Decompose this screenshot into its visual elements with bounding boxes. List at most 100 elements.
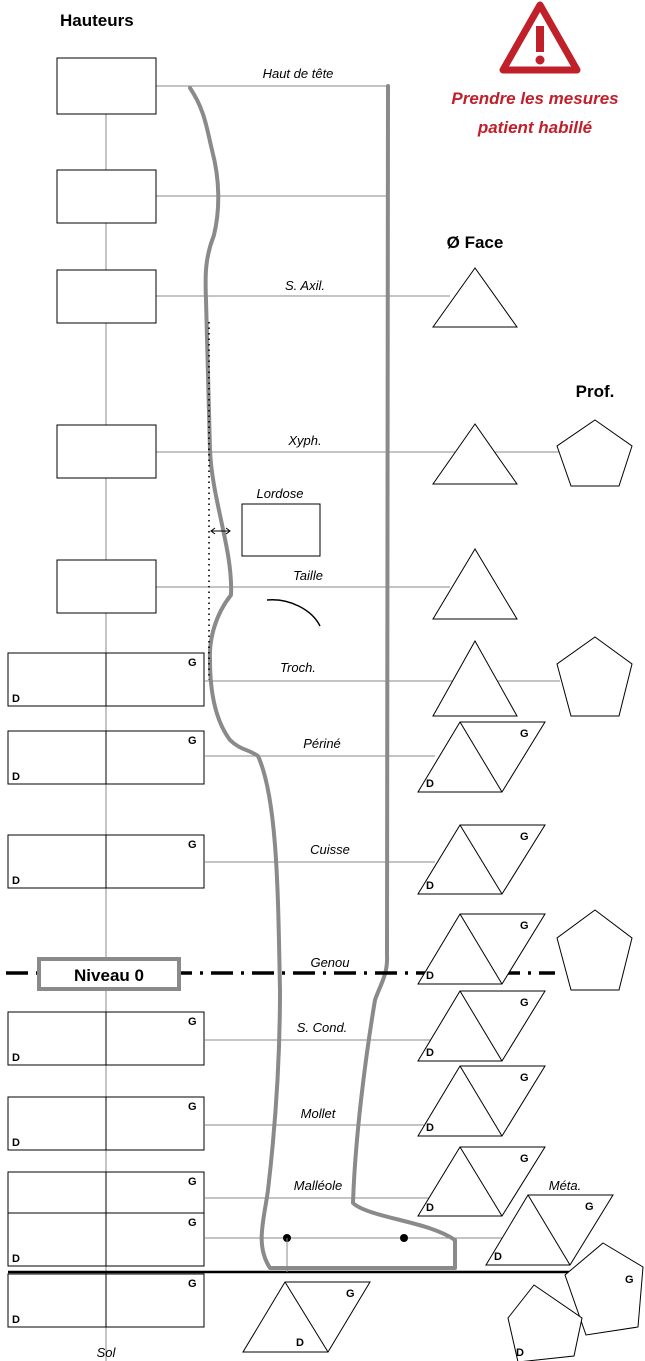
lordose-box[interactable] <box>241 503 321 557</box>
side-d: D <box>426 880 434 892</box>
face-triangle-troch[interactable] <box>432 639 518 717</box>
height-box-cuisse-d[interactable] <box>7 834 107 889</box>
prof-pentagon-xyph[interactable] <box>556 419 633 487</box>
side-d: D <box>494 1251 502 1263</box>
side-d: D <box>12 1052 20 1064</box>
side-d: D <box>426 1202 434 1214</box>
side-d: D <box>12 771 20 783</box>
prof-pentagon-foot-d: D <box>507 1284 583 1361</box>
height-box-meta-d[interactable] <box>7 1212 107 1267</box>
height-box-taille[interactable] <box>56 559 157 614</box>
height-box-perine-d[interactable] <box>7 730 107 785</box>
height-box-mollet-g[interactable] <box>105 1096 205 1151</box>
prof-pentagon-foot-g-shape[interactable] <box>564 1242 644 1336</box>
side-g: G <box>188 1217 197 1229</box>
side-d: D <box>426 1047 434 1059</box>
height-box-s-cond-g[interactable] <box>105 1011 205 1066</box>
label-haut-de-tete: Haut de tête <box>263 66 334 81</box>
label-malleole: Malléole <box>294 1178 342 1193</box>
side-d: D <box>516 1347 524 1359</box>
height-box-sol-d[interactable] <box>7 1273 107 1328</box>
height-pair-sol: D G <box>7 1273 205 1328</box>
side-g: G <box>188 1278 197 1290</box>
height-box-mollet-d[interactable] <box>7 1096 107 1151</box>
height-pair-cuisse: D G <box>7 834 205 889</box>
column-face-label: Ø Face <box>447 233 504 252</box>
label-mollet: Mollet <box>301 1106 337 1121</box>
face-pair-cuisse: G D <box>417 824 546 895</box>
label-genou: Genou <box>310 955 349 970</box>
warning-line-2: patient habillé <box>477 118 592 137</box>
height-pair-troch: D G <box>7 652 205 707</box>
side-d: D <box>12 1137 20 1149</box>
face-pair-perine: G D <box>417 721 546 793</box>
side-g: G <box>188 1176 197 1188</box>
side-g: G <box>520 920 529 932</box>
height-pair-s-cond: D G <box>7 1011 205 1066</box>
side-g: G <box>188 839 197 851</box>
hip-arc <box>266 599 321 627</box>
label-cuisse: Cuisse <box>310 842 350 857</box>
side-g: G <box>520 728 529 740</box>
height-box-troch-d[interactable] <box>7 652 107 707</box>
side-d: D <box>426 778 434 790</box>
face-pair-malleole: G D <box>417 1146 546 1217</box>
height-pair-mollet: D G <box>7 1096 205 1151</box>
niveau-0-badge <box>37 957 181 991</box>
height-box-haut-de-tete[interactable] <box>56 57 157 115</box>
side-g: G <box>188 1016 197 1028</box>
height-box-s-cond-d[interactable] <box>7 1011 107 1066</box>
side-g: G <box>520 831 529 843</box>
height-box-sol-g[interactable] <box>105 1273 205 1328</box>
face-pair-genou: G D <box>417 913 546 985</box>
double-arrow-icon <box>210 527 231 535</box>
height-box-cuisse-g[interactable] <box>105 834 205 889</box>
side-g: G <box>520 1072 529 1084</box>
face-pair-mollet: G D <box>417 1065 546 1137</box>
face-triangle-xyph[interactable] <box>432 423 518 485</box>
face-pair-s-cond: G D <box>417 990 546 1062</box>
label-meta: Méta. <box>549 1178 582 1193</box>
height-box-troch-g[interactable] <box>105 652 205 707</box>
face-pair-sol: G D <box>242 1281 371 1353</box>
height-box-xyph[interactable] <box>56 424 157 479</box>
label-s-cond: S. Cond. <box>297 1020 348 1035</box>
column-prof-label: Prof. <box>576 382 615 401</box>
heading-hauteurs: Hauteurs <box>60 11 134 30</box>
side-g: G <box>346 1288 355 1300</box>
foot-dot-toe <box>400 1234 408 1242</box>
side-d: D <box>426 1122 434 1134</box>
side-g: G <box>625 1274 634 1286</box>
side-g: G <box>585 1201 594 1213</box>
prof-pentagon-genou[interactable] <box>556 909 633 991</box>
label-lordose: Lordose <box>257 486 304 501</box>
height-pair-perine: D G <box>7 730 205 785</box>
side-d: D <box>12 693 20 705</box>
height-box-s-axil[interactable] <box>56 269 157 324</box>
height-box-perine-g[interactable] <box>105 730 205 785</box>
niveau-0-label: Niveau 0 <box>74 966 144 985</box>
warning-triangle-icon <box>499 1 581 74</box>
prof-pentagon-foot-g: G <box>564 1242 644 1336</box>
face-triangle-s-axil[interactable] <box>432 267 518 328</box>
label-troch: Troch. <box>280 660 316 675</box>
height-box-level-2[interactable] <box>56 169 157 224</box>
face-pair-meta: G D <box>485 1194 614 1266</box>
prof-pentagon-foot-d-shape[interactable] <box>507 1284 583 1361</box>
side-d: D <box>12 1314 20 1326</box>
label-taille: Taille <box>293 568 323 583</box>
height-box-meta-g[interactable] <box>105 1212 205 1267</box>
label-xyph: Xyph. <box>287 433 321 448</box>
side-g: G <box>520 997 529 1009</box>
label-perine: Périné <box>303 736 341 751</box>
side-g: G <box>188 735 197 747</box>
label-s-axil: S. Axil. <box>285 278 325 293</box>
side-g: G <box>520 1153 529 1165</box>
height-pair-meta: D G <box>7 1212 205 1267</box>
side-d: D <box>426 970 434 982</box>
prof-pentagon-troch[interactable] <box>556 636 633 717</box>
side-g: G <box>188 657 197 669</box>
face-triangle-taille[interactable] <box>432 548 518 620</box>
side-d: D <box>12 1253 20 1265</box>
